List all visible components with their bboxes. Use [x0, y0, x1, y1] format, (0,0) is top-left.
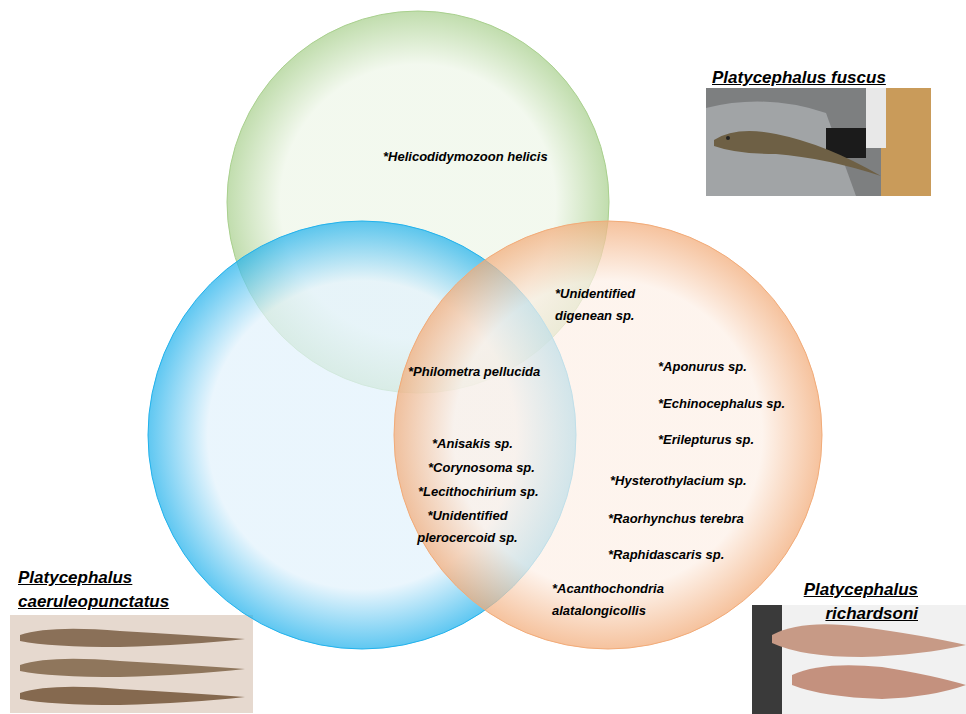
parasite-name: *Acanthochondria alatalongicollis [552, 578, 702, 622]
species-heading: Platycephalus richardsoni [778, 578, 918, 626]
parasite-name: *Echinocephalus sp. [658, 393, 785, 415]
fish-photo [706, 88, 931, 196]
species-heading: Platycephalus caeruleopunctatus [18, 566, 218, 614]
fish-photo [10, 615, 253, 713]
parasite-name: *Unidentified plerocercoid sp. [405, 505, 530, 549]
parasite-name: *Lecithochirium sp. [418, 481, 539, 503]
parasite-name: *Aponurus sp. [658, 356, 747, 378]
species-heading: Platycephalus fuscus [712, 66, 886, 90]
parasite-name: *Unidentified digenean sp. [555, 283, 655, 327]
parasite-name: *Anisakis sp. [432, 433, 513, 455]
parasite-name: *Raphidascaris sp. [608, 544, 724, 566]
parasite-name: *Philometra pellucida [408, 361, 540, 383]
parasite-name: *Raorhynchus terebra [608, 508, 744, 530]
parasite-name: *Erilepturus sp. [658, 429, 754, 451]
parasite-name: *Hysterothylacium sp. [610, 470, 747, 492]
parasite-name: *Corynosoma sp. [428, 457, 535, 479]
parasite-name: *Helicodidymozoon helicis [383, 146, 548, 168]
